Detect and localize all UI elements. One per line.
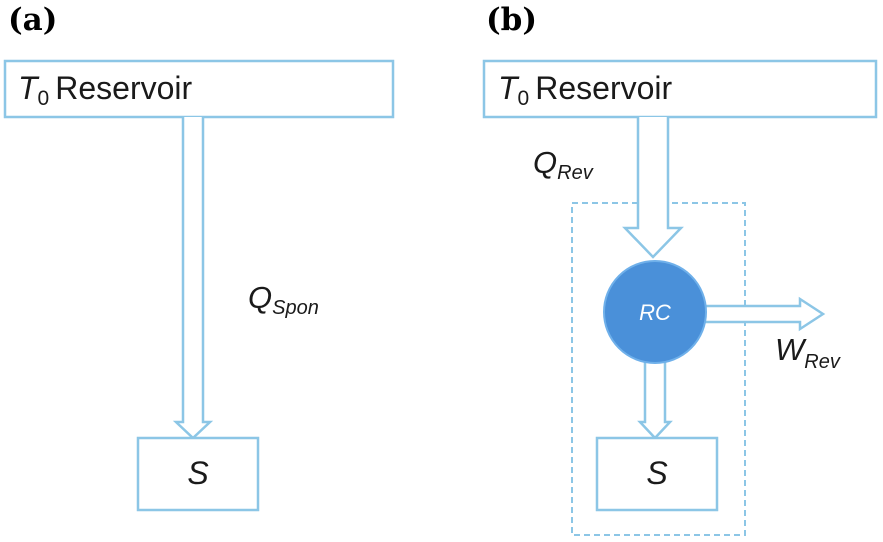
control-boundary <box>571 202 746 536</box>
heat-label-b: QRev <box>533 145 594 184</box>
system-label-a: S <box>187 455 208 491</box>
system-box-b <box>595 436 719 512</box>
work-arrow <box>700 296 826 332</box>
panel-b-label: (b) <box>486 2 537 38</box>
system-box-a <box>136 436 260 512</box>
panel-a-label: (a) <box>8 2 57 38</box>
reservoir-box-b <box>482 59 878 119</box>
heat-arrow-b <box>622 117 684 259</box>
reservoir-box-a <box>3 59 395 119</box>
heat-arrow-a <box>172 117 214 440</box>
work-label: WRev <box>775 332 841 373</box>
reversible-cycle-circle <box>603 260 707 364</box>
cycle-label: RC <box>639 300 671 325</box>
system-label-b: S <box>646 455 667 491</box>
heat-label-a: QSpon <box>248 280 319 319</box>
